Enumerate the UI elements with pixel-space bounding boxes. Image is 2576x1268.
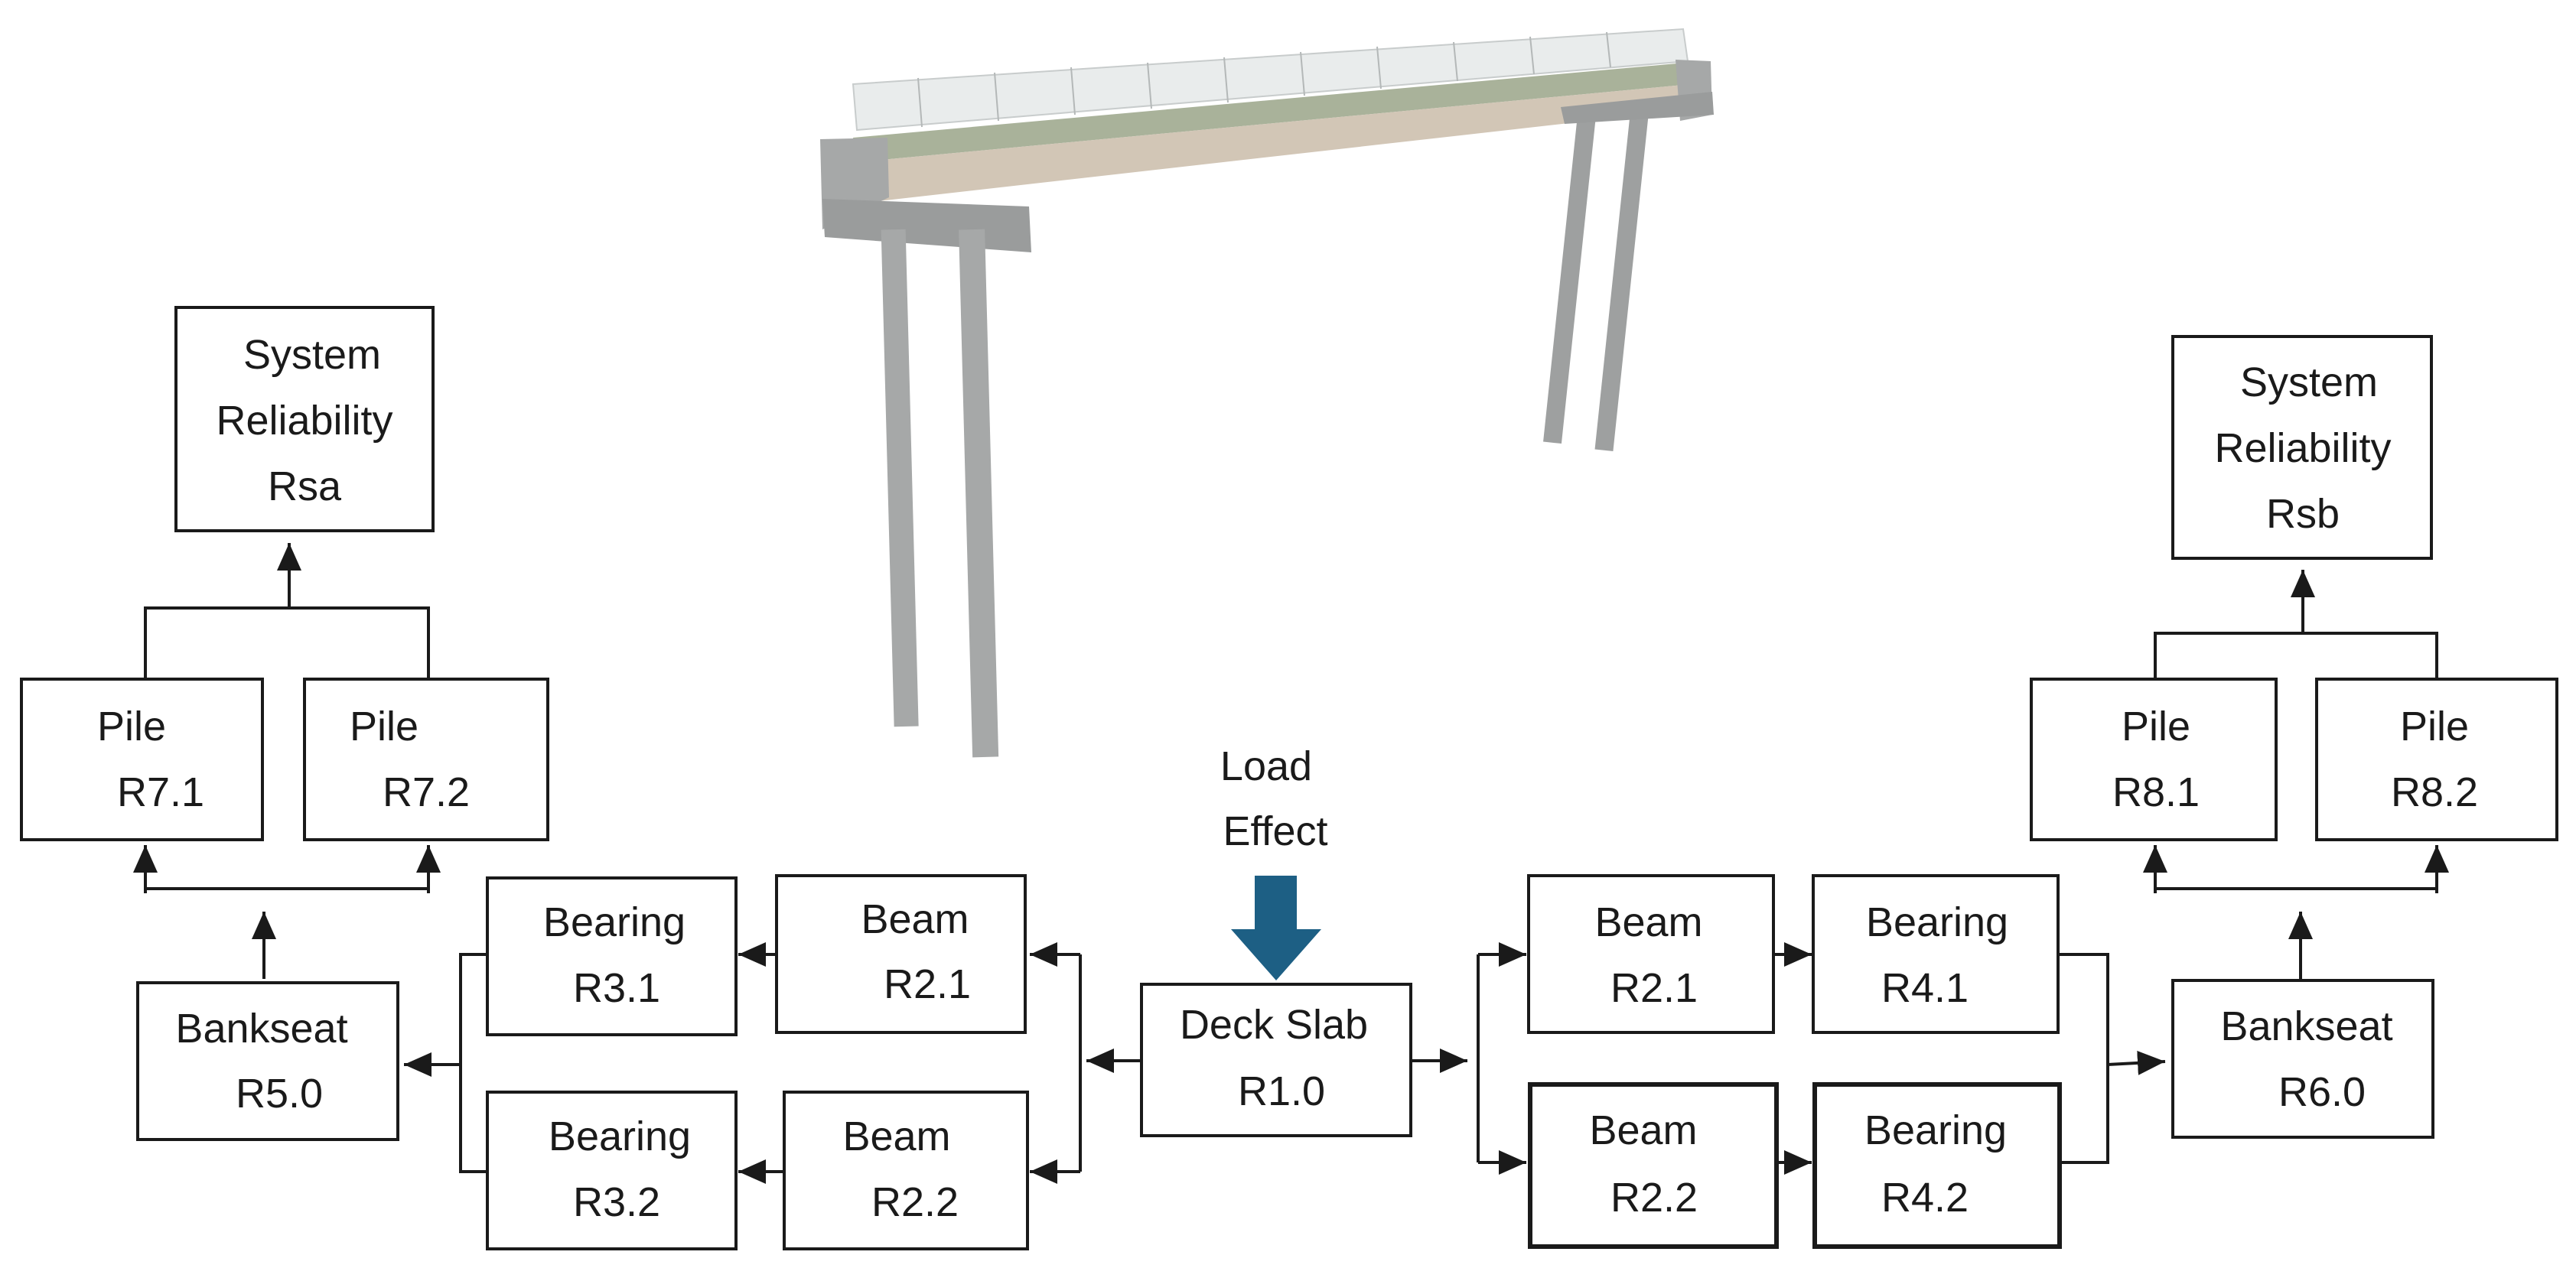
- connector-bearing-r3-join: [459, 953, 487, 1173]
- node-label-line: Bearing: [543, 899, 686, 945]
- load-effect-line: Effect: [1223, 808, 1327, 854]
- node-label-line: Beam: [1594, 899, 1702, 945]
- node-beam-right-r21: Beam R2.1: [1527, 874, 1775, 1034]
- node-label-line: Bearing: [549, 1114, 691, 1159]
- node-bearing-r41: Bearing R4.1: [1812, 874, 2060, 1034]
- bridge-deck-top: [853, 61, 1708, 162]
- node-pile-r82: Pile R8.2: [2315, 678, 2558, 841]
- node-pile-r72: Pile R7.2: [303, 678, 549, 841]
- node-beam-right-r22: Beam R2.2: [1528, 1082, 1779, 1249]
- node-label-line: Bankseat: [175, 1006, 347, 1052]
- node-label-line: R3.2: [573, 1179, 660, 1225]
- bridge-pile: [1594, 106, 1649, 452]
- connectors: [133, 543, 2449, 1184]
- node-label-line: R3.1: [573, 965, 660, 1011]
- load-effect-arrow: [1231, 876, 1321, 980]
- bridge-abutment-right-cap: [1561, 92, 1714, 124]
- node-label-line: Deck Slab: [1180, 1002, 1368, 1048]
- connector-pile-r7-bracket: [144, 887, 430, 893]
- node-pile-r71: Pile R7.1: [20, 678, 264, 841]
- node-system-reliability-rsa: System Reliability Rsa: [174, 306, 435, 532]
- node-bankseat-r50: Bankseat R5.0: [136, 981, 399, 1141]
- bridge-pile: [959, 229, 999, 758]
- connector-pile-r7-join: [144, 606, 430, 679]
- node-label-line: Bearing: [1866, 899, 2008, 945]
- bridge-model-illustration: [820, 28, 1714, 758]
- node-bankseat-r60: Bankseat R6.0: [2171, 979, 2434, 1139]
- node-beam-left-r21: Beam R2.1: [775, 874, 1027, 1034]
- node-label-line: Pile: [2122, 704, 2190, 749]
- connector-bearing-r4-join: [2060, 953, 2109, 1164]
- node-label-line: System: [243, 332, 381, 378]
- node-label-line: Rsa: [268, 463, 342, 509]
- node-label-line: Beam: [861, 896, 969, 942]
- node-bearing-r42: Bearing R4.2: [1812, 1082, 2062, 1249]
- bridge-pile: [881, 229, 919, 727]
- node-deck-slab: Deck Slab R1.0: [1140, 983, 1412, 1137]
- node-label-line: Beam: [1589, 1107, 1697, 1153]
- node-label-line: R2.2: [871, 1179, 959, 1225]
- load-effect-label: Load Effect: [1220, 743, 1328, 854]
- node-label-line: Reliability: [2214, 425, 2391, 471]
- node-label-line: Beam: [842, 1114, 950, 1159]
- node-label-line: R6.0: [2278, 1069, 2366, 1115]
- node-label-line: R1.0: [1238, 1068, 1325, 1114]
- node-label-line: R2.1: [884, 961, 971, 1007]
- load-effect-line: Load: [1220, 743, 1312, 789]
- connector-pile-r8-join: [2154, 632, 2438, 679]
- node-label-line: R7.2: [383, 769, 470, 815]
- node-label-line: R5.0: [236, 1071, 323, 1117]
- node-bearing-r32: Bearing R3.2: [486, 1091, 738, 1250]
- node-label-line: System: [2240, 359, 2378, 405]
- node-label-line: R4.2: [1881, 1175, 1969, 1221]
- node-label-line: R8.1: [2112, 769, 2200, 815]
- node-label-line: R2.2: [1610, 1175, 1698, 1221]
- node-label-line: Bearing: [1864, 1107, 2007, 1153]
- node-label-line: Pile: [97, 704, 166, 749]
- node-label-line: Reliability: [216, 398, 392, 444]
- node-label-line: R8.2: [2391, 769, 2478, 815]
- connector-to-bankseat-r6: [2107, 1050, 2166, 1075]
- node-label-line: Rsb: [2266, 491, 2340, 537]
- node-label-line: R4.1: [1881, 965, 1969, 1011]
- node-system-reliability-rsb: System Reliability Rsb: [2171, 335, 2433, 560]
- connector-pile-r8-bracket: [2154, 887, 2438, 893]
- bridge-abutment-left-cap: [822, 199, 1031, 252]
- node-label-line: Pile: [350, 704, 418, 749]
- bridge-pile: [1543, 106, 1597, 444]
- node-bearing-r31: Bearing R3.1: [486, 876, 738, 1036]
- bridge-deck-side: [857, 83, 1711, 203]
- node-label-line: R2.1: [1610, 965, 1698, 1011]
- bridge-railing-wires: [917, 31, 1611, 128]
- node-label-line: Bankseat: [2220, 1003, 2392, 1049]
- node-pile-r81: Pile R8.1: [2030, 678, 2278, 841]
- node-label-line: R7.1: [117, 769, 204, 815]
- node-beam-left-r22: Beam R2.2: [783, 1091, 1029, 1250]
- node-label-line: Pile: [2400, 704, 2469, 749]
